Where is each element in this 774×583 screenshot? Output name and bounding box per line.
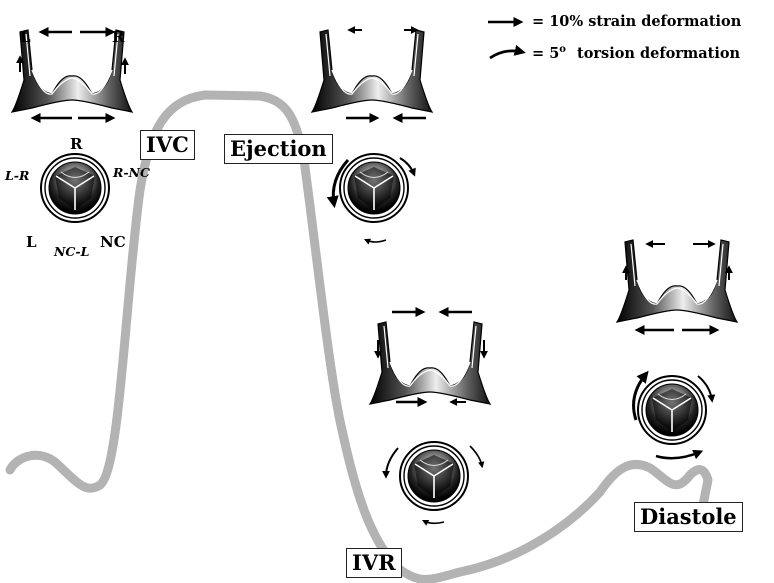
strain-arrows-ivr [374,307,488,407]
legend-torsion-suffix: torsion deformation [577,44,741,62]
leaflet-label-right: R [112,28,125,46]
root-icon-diastole [616,239,738,323]
strain-arrows-reference [16,27,129,123]
root-icon-ivr [369,321,491,405]
leaflet-label-left: L [20,28,31,46]
legend-torsion-text: = 5o torsion deformation [532,44,740,62]
valve-icon-diastole [637,375,707,445]
phase-label-diastole: Diastole [634,502,743,532]
cusp-label-r: R [70,135,83,153]
valve-icon-ejection [339,153,409,223]
valve-icon-reference [40,153,110,223]
strain-arrows-diastole [622,240,733,335]
legend-strain-text: = 10% strain deformation [532,13,742,30]
commissure-label-nc-l: NC-L [54,244,90,259]
valve-icon-ivr [399,441,469,511]
phase-label-ivr: IVR [346,548,402,578]
torsion-arrows-ivr [382,445,485,526]
cusp-label-nc: NC [100,233,126,251]
commissure-label-r-nc: R-NC [113,165,150,180]
commissure-label-l-r: L-R [5,168,30,183]
pressure-curve [5,90,713,583]
phase-label-ivc: IVC [140,130,195,160]
torsion-arrows-ejection [326,157,416,245]
legend-torsion-degree: o [559,44,566,55]
cusp-label-l: L [26,233,37,251]
root-icon-ejection [311,29,433,113]
legend-torsion-arrow-icon [489,44,526,60]
legend-torsion-prefix: = 5 [532,44,560,62]
strain-arrows-ejection [346,26,426,123]
torsion-arrows-diastole [632,370,716,460]
phase-label-ejection: Ejection [224,134,333,164]
